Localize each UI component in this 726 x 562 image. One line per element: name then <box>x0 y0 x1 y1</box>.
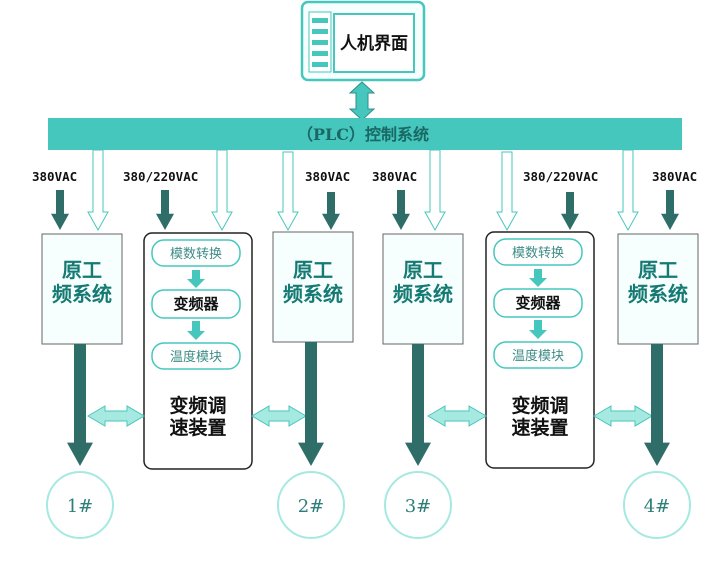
motor-3: 3# <box>384 471 452 539</box>
power-box-1: 原工 频系统 <box>41 233 123 345</box>
signal-arrows <box>51 149 679 232</box>
power-box-2: 原工 频系统 <box>272 231 354 343</box>
plc-label: （PLC）控制系统 <box>297 125 429 144</box>
motor-2-feed-arrow <box>298 342 324 466</box>
power-box-1-line1: 原工 <box>62 258 102 282</box>
plc-signal-arrow-3 <box>277 151 299 232</box>
vfd-1-title-line1: 变频调 <box>169 394 226 417</box>
plc-signal-arrow-1 <box>87 149 109 232</box>
hmi-device: 人机界面 <box>300 0 426 82</box>
motor-2-label: 2# <box>298 496 325 517</box>
voltage-label-3: 380VAC <box>305 169 350 184</box>
motor-4: 4# <box>623 471 691 539</box>
motor-3-feed-arrow <box>405 344 431 466</box>
voltage-label-6: 380VAC <box>652 169 697 184</box>
power-box-3-line1: 原工 <box>403 258 443 282</box>
power-supply-arrow-3 <box>322 192 340 230</box>
vfd-2-inverter: 变频器 <box>515 294 561 312</box>
vfd-unit-1: 模数转换 变频器 温度模块 变频调 速装置 <box>143 232 253 470</box>
power-box-2-line2: 频系统 <box>283 282 343 306</box>
vfd-output-arrows <box>87 405 653 427</box>
plc-signal-arrow-4 <box>424 149 446 232</box>
vfd-2-title-line2: 速装置 <box>511 416 568 439</box>
vfd-1-title-line2: 速装置 <box>169 416 226 439</box>
motor-4-feed-arrow <box>644 344 670 466</box>
motor-1-label: 1# <box>67 496 94 517</box>
voltage-label-4: 380VAC <box>372 169 417 184</box>
vfd-unit-2: 模数转换 变频器 温度模块 变频调 速装置 <box>485 231 595 469</box>
power-supply-arrow-5 <box>561 192 579 230</box>
motor-1-feed-arrow <box>67 344 93 466</box>
power-box-3-line2: 频系统 <box>393 282 453 306</box>
voltage-label-2: 380/220VAC <box>123 169 198 184</box>
power-box-3: 原工 频系统 <box>382 233 464 345</box>
vfd-2-ad-module: 模数转换 <box>512 246 564 261</box>
power-box-1-line2: 频系统 <box>52 282 112 306</box>
plc-signal-arrow-5 <box>496 151 518 232</box>
power-box-4: 原工 频系统 <box>617 233 699 345</box>
motor-feed-arrows <box>67 342 670 466</box>
vfd2-to-motor3-arrow <box>427 405 487 427</box>
power-box-2-line1: 原工 <box>293 258 333 282</box>
power-box-4-line1: 原工 <box>638 258 678 282</box>
power-box-4-line2: 频系统 <box>628 282 688 306</box>
motor-2: 2# <box>277 471 345 539</box>
plc-signal-arrow-2 <box>211 149 233 232</box>
vfd-2-temp-module: 温度模块 <box>512 348 564 364</box>
hmi-label: 人机界面 <box>340 33 408 54</box>
vfd-1-ad-module: 模数转换 <box>170 247 222 262</box>
power-supply-arrow-4 <box>392 190 410 230</box>
vfd-1-temp-module: 温度模块 <box>170 349 222 365</box>
power-supply-arrow-1 <box>51 190 69 230</box>
plc-signal-arrow-6 <box>617 149 639 232</box>
vfd-1-inverter: 变频器 <box>173 295 219 313</box>
vfd-2-title-line1: 变频调 <box>511 394 568 417</box>
plc-bus: （PLC）控制系统 <box>48 118 682 150</box>
hmi-plc-link <box>348 81 376 121</box>
motor-3-label: 3# <box>405 496 432 517</box>
voltage-label-1: 380VAC <box>32 169 77 184</box>
motor-1: 1# <box>46 471 114 539</box>
voltage-label-5: 380/220VAC <box>523 169 598 184</box>
motor-4-label: 4# <box>644 496 671 517</box>
vfd2-to-motor4-arrow <box>593 405 653 427</box>
power-supply-arrow-2 <box>156 190 174 230</box>
vfd1-to-motor2-arrow <box>251 405 307 427</box>
power-supply-arrow-6 <box>661 190 679 230</box>
vfd1-to-motor1-arrow <box>87 405 145 427</box>
